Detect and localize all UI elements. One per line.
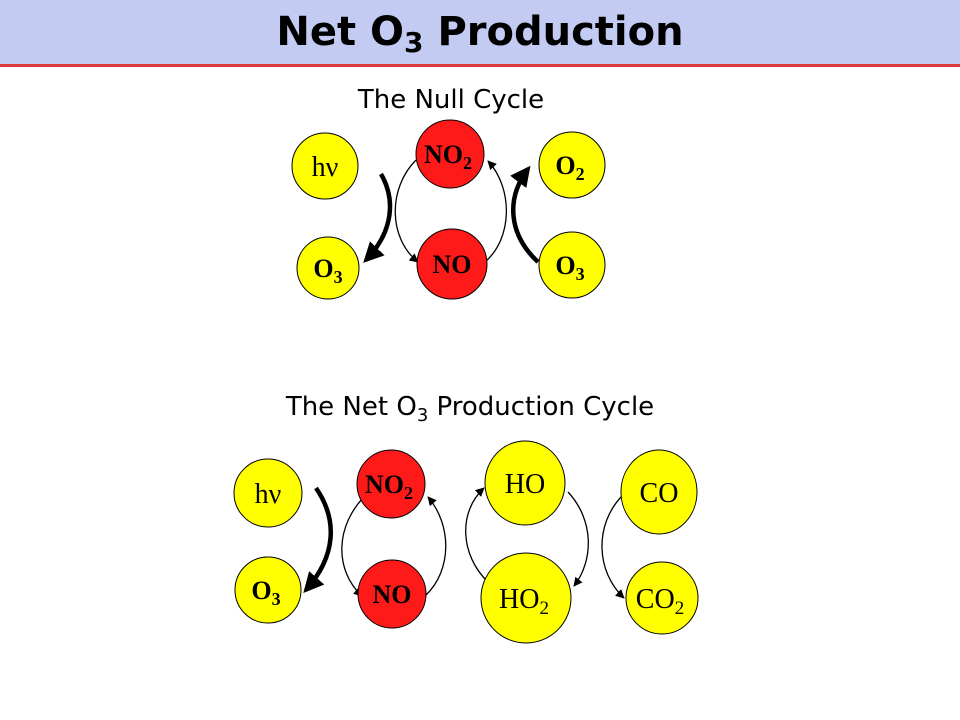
null-no-to-no2-arrow <box>484 160 508 263</box>
net-node-ho-label: HO <box>505 469 545 500</box>
net-node-hv-label: hν <box>255 479 282 510</box>
net-node-ho2: HO2 <box>480 552 572 644</box>
net-node-co: CO <box>620 449 698 535</box>
title-bar <box>0 0 960 64</box>
net-node-ho: HO <box>484 440 566 526</box>
net-node-no-label: NO <box>373 580 412 609</box>
net-node-o3: O3 <box>234 556 302 624</box>
net-node-hv: hν <box>233 458 303 528</box>
null-node-o2: O2 <box>538 131 606 199</box>
net-node-no: NO <box>357 559 427 629</box>
net-node-co2: CO2 <box>625 561 699 635</box>
null-node-o3-right: O3 <box>538 231 606 299</box>
null-node-hv-label: hν <box>312 152 339 183</box>
net-cycle-title: The Net O3 Production Cycle <box>285 392 654 426</box>
title-rule <box>0 64 960 67</box>
null-node-o3-left: O3 <box>296 236 360 300</box>
net-no2-to-no-arrow <box>341 494 367 597</box>
net-ho2-to-ho-arrow <box>465 487 489 583</box>
net-node-no2: NO2 <box>356 449 426 519</box>
net-no-to-no2-arrow <box>425 496 447 596</box>
page-title: Net O3 Production <box>276 9 684 59</box>
net-ho-to-ho2-arrow <box>567 491 589 587</box>
null-photolysis-arrow <box>363 172 393 263</box>
null-node-no2: NO2 <box>415 119 485 189</box>
null-o3-to-o2-arrow <box>510 165 540 264</box>
net-co-to-co2-arrow <box>601 495 625 599</box>
null-node-hv: hν <box>291 132 359 200</box>
null-node-no: NO <box>416 228 488 300</box>
net-node-co-label: CO <box>640 478 679 509</box>
net-photolysis-arrow <box>303 486 333 594</box>
null-no2-to-no-arrow <box>394 159 419 263</box>
null-cycle-title: The Null Cycle <box>357 85 544 115</box>
null-node-no-label: NO <box>433 250 472 279</box>
